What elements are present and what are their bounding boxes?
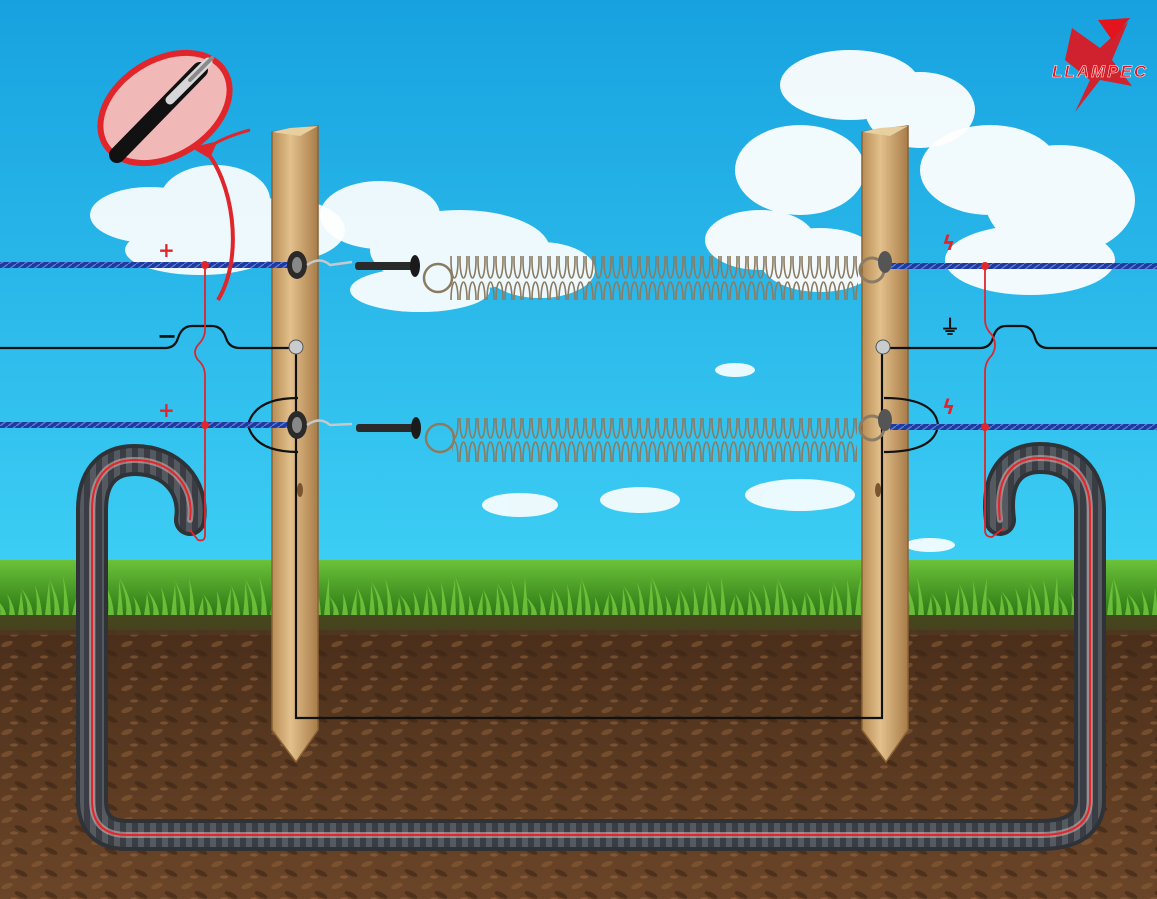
ground-screw-left — [289, 340, 303, 354]
ground-symbol-icon: ⏚ — [940, 315, 960, 339]
lightning-bolt-icon: ϟ — [942, 231, 955, 255]
ground-screw-right — [876, 340, 890, 354]
minus-label-left: − — [157, 322, 177, 350]
grass-strip — [0, 560, 1157, 635]
plus-label-top-left: + — [158, 238, 175, 262]
logo-text: LLAMPEC — [1052, 62, 1148, 81]
plus-label-bottom-left: + — [158, 398, 175, 422]
fence-post-right — [862, 126, 908, 762]
lightning-bolt-icon: ϟ — [942, 395, 955, 419]
